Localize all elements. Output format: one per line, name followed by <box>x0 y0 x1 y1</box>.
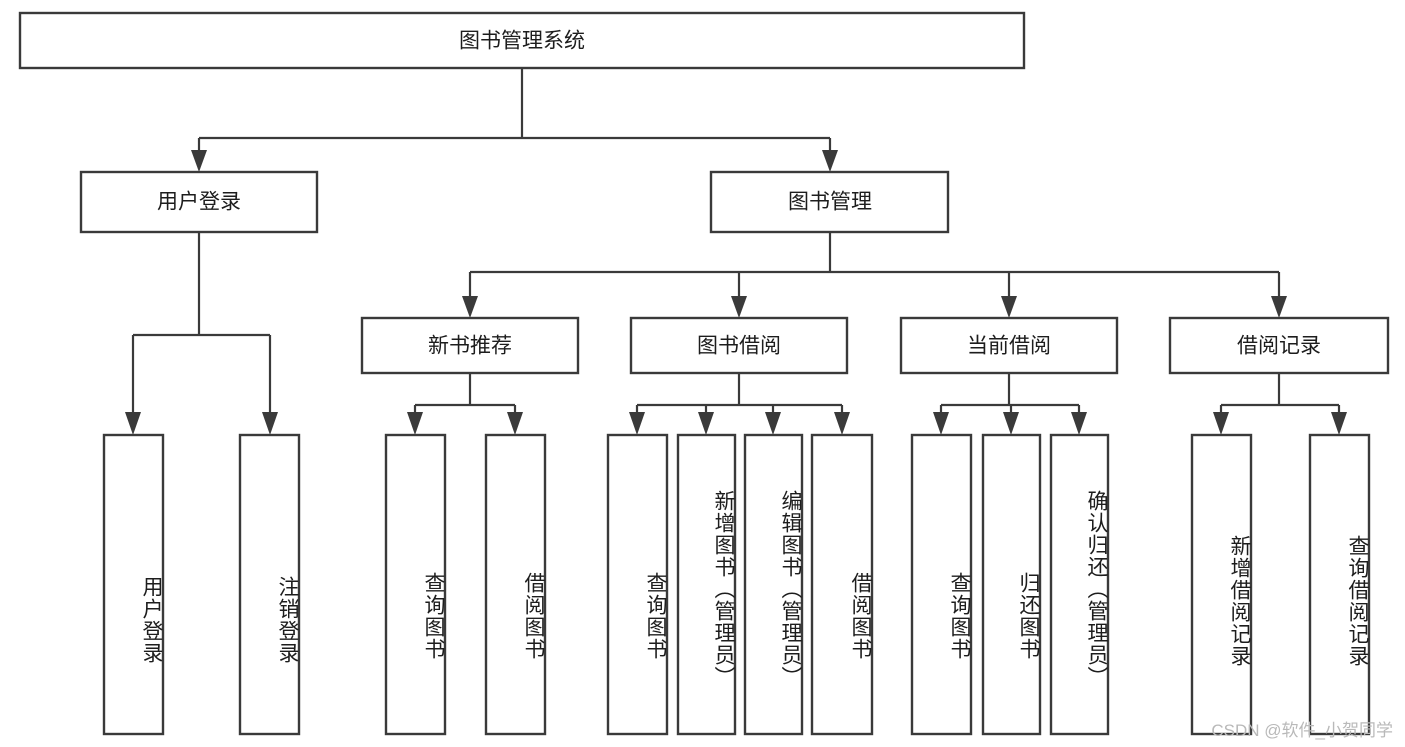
node-root[interactable]: 图书管理系统 <box>18 11 1026 70</box>
node-leaf-logout-box[interactable] <box>238 433 301 736</box>
connector-current-borrow-branch <box>939 373 1081 418</box>
node-book-management[interactable]: 图书管理 <box>709 170 950 234</box>
node-book-management-box <box>709 170 950 234</box>
connector-new-book-recommend-branch <box>413 373 517 418</box>
arrowhead-leaf-add-book <box>698 412 714 435</box>
connector-borrow-records-branch <box>1219 373 1341 418</box>
arrowhead-new-book-recommend <box>462 296 478 318</box>
arrowhead-book-management <box>822 150 838 172</box>
node-root-box <box>18 11 1026 70</box>
connector-book-borrow-branch <box>635 373 844 418</box>
node-new-book-recommend-box <box>360 316 580 375</box>
arrowhead-user-login <box>191 150 207 172</box>
arrowhead-leaf-user-login <box>125 412 141 435</box>
node-leaf-borrow-book-1-box[interactable] <box>484 433 547 736</box>
node-user-login[interactable]: 用户登录 <box>79 170 319 234</box>
node-current-borrow[interactable]: 当前借阅 <box>899 316 1119 375</box>
node-user-login-label: 用户登录 <box>157 191 241 214</box>
node-leaf-query-record-box[interactable] <box>1308 433 1371 736</box>
node-leaf-edit-book-box[interactable] <box>743 433 804 736</box>
arrowhead-current-borrow <box>1001 296 1017 318</box>
arrowhead-leaf-query-record <box>1331 412 1347 435</box>
connector-group <box>125 68 1347 435</box>
node-leaf-add-record-box[interactable] <box>1190 433 1253 736</box>
arrowhead-book-borrow <box>731 296 747 318</box>
arrowhead-leaf-borrow-book-2 <box>834 412 850 435</box>
arrowhead-leaf-confirm-return <box>1071 412 1087 435</box>
arrowhead-leaf-query-book-3 <box>933 412 949 435</box>
node-leaf-confirm-return-box[interactable] <box>1049 433 1110 736</box>
node-leaf-query-book-1-box[interactable] <box>384 433 447 736</box>
node-current-borrow-label: 当前借阅 <box>967 335 1051 358</box>
node-new-book-recommend-label: 新书推荐 <box>428 335 512 358</box>
connector-user-login-branch <box>131 232 272 418</box>
arrowhead-leaf-query-book-1 <box>407 412 423 435</box>
node-leaf-add-book-box[interactable] <box>676 433 737 736</box>
arrowhead-leaf-return-book <box>1003 412 1019 435</box>
node-leaf-borrow-book-2-box[interactable] <box>810 433 874 736</box>
node-book-borrow[interactable]: 图书借阅 <box>629 316 849 375</box>
node-current-borrow-box <box>899 316 1119 375</box>
node-new-book-recommend[interactable]: 新书推荐 <box>360 316 580 375</box>
node-leaf-query-book-2-box[interactable] <box>606 433 669 736</box>
node-borrow-records-box <box>1168 316 1390 375</box>
arrowhead-leaf-edit-book <box>765 412 781 435</box>
node-book-management-label: 图书管理 <box>788 191 872 214</box>
arrowhead-leaf-borrow-book-1 <box>507 412 523 435</box>
node-borrow-records-label: 借阅记录 <box>1237 335 1321 358</box>
csdn-watermark: CSDN @软件_小贺同学 <box>1211 721 1393 740</box>
arrowhead-leaf-add-record <box>1213 412 1229 435</box>
node-leaf-user-login-box[interactable] <box>102 433 165 736</box>
node-book-borrow-label: 图书借阅 <box>697 335 781 358</box>
node-leaf-return-book-box[interactable] <box>981 433 1042 736</box>
arrowhead-borrow-records <box>1271 296 1287 318</box>
arrowhead-leaf-query-book-2 <box>629 412 645 435</box>
node-book-borrow-box <box>629 316 849 375</box>
node-user-login-box <box>79 170 319 234</box>
leaf-boxes-group <box>102 433 1371 736</box>
connector-root-trunk <box>197 68 832 155</box>
node-borrow-records[interactable]: 借阅记录 <box>1168 316 1390 375</box>
node-leaf-query-book-3-box[interactable] <box>910 433 973 736</box>
node-root-label: 图书管理系统 <box>459 30 585 53</box>
connector-book-management-branch <box>468 232 1281 301</box>
arrowhead-leaf-logout <box>262 412 278 435</box>
